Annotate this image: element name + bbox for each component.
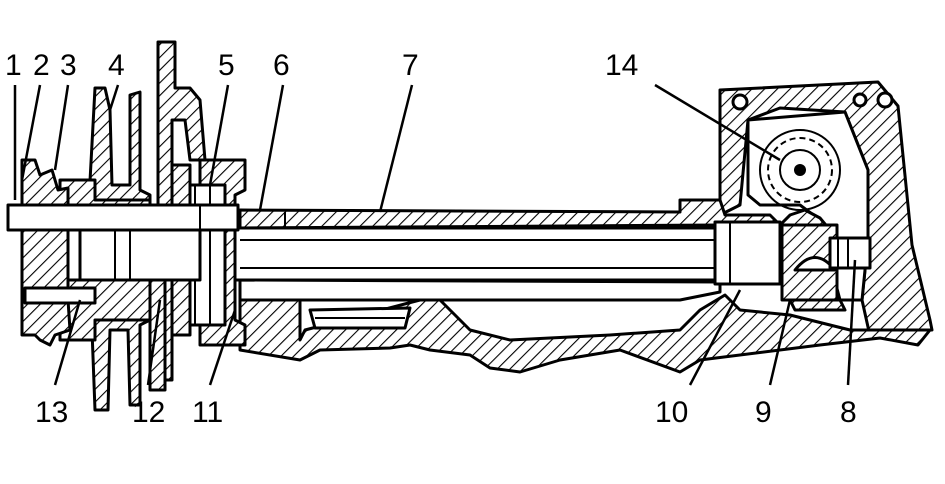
leader-12	[146, 299, 162, 386]
sector-shaft-assembly	[780, 223, 872, 312]
callout-3: 3	[60, 49, 77, 82]
callout-5: 5	[218, 49, 235, 82]
leader-3	[53, 84, 70, 171]
outer-column-tube	[238, 198, 832, 302]
callout-labels: 1 2 3 4 5 6 7 14 13 12 11 10 9 8	[5, 49, 857, 429]
input-shaft	[6, 203, 240, 305]
coupling-hub	[20, 158, 72, 347]
leader-5	[208, 84, 230, 186]
leader-9	[768, 299, 792, 386]
leader-13	[53, 299, 82, 386]
callout-4: 4	[108, 49, 125, 82]
leader-14	[654, 83, 781, 162]
callout-1: 1	[5, 49, 22, 82]
callout-7: 7	[402, 49, 419, 82]
callout-14: 14	[605, 49, 638, 82]
callout-8: 8	[840, 396, 857, 429]
callout-2: 2	[33, 49, 50, 82]
steering-shaft	[228, 220, 782, 286]
leader-4	[108, 84, 120, 111]
leader-7	[378, 84, 414, 213]
lower-housing	[238, 293, 932, 374]
callout-10: 10	[655, 396, 688, 429]
leader-6	[258, 84, 285, 211]
leader-10	[688, 289, 742, 386]
leader-lines	[13, 83, 857, 386]
callout-13: 13	[35, 396, 68, 429]
callout-9: 9	[755, 396, 772, 429]
leader-8	[846, 259, 857, 386]
callout-12: 12	[132, 396, 165, 429]
leader-11	[208, 309, 237, 386]
callout-6: 6	[273, 49, 290, 82]
worm-gear	[759, 129, 841, 211]
callout-11: 11	[192, 396, 223, 429]
leader-2	[20, 84, 42, 181]
